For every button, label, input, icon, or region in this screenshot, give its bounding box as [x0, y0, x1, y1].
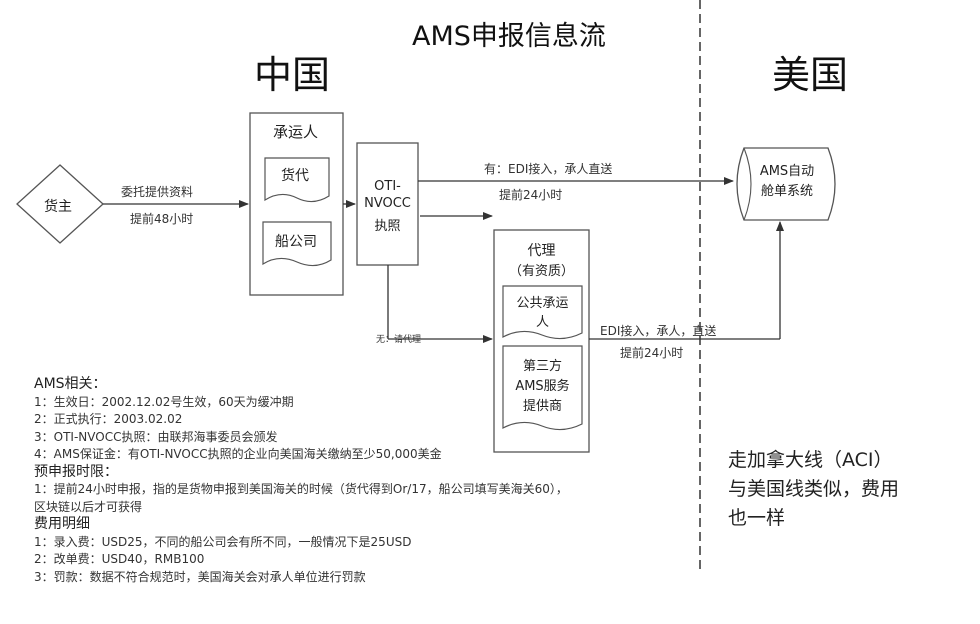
- public-carrier-doc-shape: [502, 285, 583, 340]
- third-party-label-1: 第三方: [522, 359, 562, 374]
- aci-note-line: 走加拿大线（ACI）: [728, 449, 893, 471]
- fees-item: 2：改单费：USD40，RMB100: [34, 552, 205, 566]
- region-usa: 美国: [772, 53, 849, 97]
- diagram-title: AMS申报信息流: [412, 21, 606, 52]
- shipping-company-label: 船公司: [275, 234, 317, 250]
- ams-cylinder-rim: [743, 147, 752, 221]
- public-carrier-label-1: 公共承运: [516, 296, 569, 311]
- notes-block: AMS相关： 1：生效日：2002.12.02号生效，60天为缓冲期 2：正式执…: [34, 376, 568, 586]
- shipper-diamond: [16, 164, 104, 244]
- edge-label-shipper-2: 提前48小时: [130, 212, 194, 226]
- region-china: 中国: [254, 53, 331, 97]
- fees-item: 1：录入费：USD25，不同的船公司会有所不同，一般情况下是25USD: [34, 534, 412, 549]
- aci-note: 走加拿大线（ACI） 与美国线类似，费用 也一样: [728, 446, 899, 533]
- carrier-box: [249, 112, 344, 296]
- notes-item: 3：OTI-NVOCC执照：由联邦海事委员会颁发: [34, 429, 278, 444]
- edge-label-bottom-2: 提前24小时: [620, 346, 684, 360]
- oti-label-3: 执照: [374, 219, 401, 234]
- edge-label-top-1: 有：EDI接入，承人直送: [484, 162, 613, 176]
- public-carrier-label-2: 人: [535, 315, 549, 330]
- deadline-item: 1：提前24小时申报，指的是货物申报到美国海关的时候（货代得到Or/17，船公司…: [34, 482, 568, 496]
- forwarder-label: 货代: [281, 168, 309, 184]
- oti-label-1: OTI-: [374, 179, 401, 194]
- oti-label-2: NVOCC: [364, 196, 411, 211]
- ams-label-1: AMS自动: [759, 164, 815, 179]
- shipper-label: 货主: [44, 199, 72, 215]
- aci-note-line: 也一样: [728, 507, 786, 529]
- notes-item: 2：正式执行：2003.02.02: [34, 412, 183, 426]
- notes-item: 1：生效日：2002.12.02号生效，60天为缓冲期: [34, 394, 294, 409]
- third-party-doc-shape: [502, 345, 583, 431]
- agent-label-2: （有资质）: [508, 264, 574, 279]
- oti-box: [356, 142, 419, 266]
- agent-label-1: 代理: [527, 243, 556, 259]
- edge-label-bottom-small: 无：请代理: [376, 335, 422, 345]
- edge-label-top-2: 提前24小时: [499, 188, 563, 202]
- notes-heading: AMS相关：: [34, 376, 107, 392]
- notes-item: 4：AMS保证金：有OTI-NVOCC执照的企业向美国海关缴纳至少50,000美…: [34, 447, 442, 461]
- fees-item: 3：罚款：数据不符合规范时，美国海关会对承人单位进行罚款: [34, 569, 366, 584]
- deadline-heading: 预申报时限：: [34, 463, 118, 480]
- edge-label-shipper-1: 委托提供资料: [121, 185, 194, 199]
- ams-label-2: 舱单系统: [760, 184, 813, 199]
- forwarder-doc-shape: [264, 157, 330, 203]
- fees-heading: 费用明细: [34, 516, 90, 532]
- deadline-item: 区块链以后才可获得: [34, 499, 143, 514]
- aci-note-line: 与美国线类似，费用: [728, 478, 900, 500]
- shipping-company-doc-shape: [262, 221, 332, 267]
- edge-label-bottom-1: EDI接入，承人，直送: [600, 324, 717, 338]
- third-party-label-2: AMS服务: [515, 379, 570, 394]
- ams-cylinder: [736, 147, 836, 221]
- third-party-label-3: 提供商: [522, 399, 562, 414]
- carrier-label: 承运人: [273, 123, 319, 141]
